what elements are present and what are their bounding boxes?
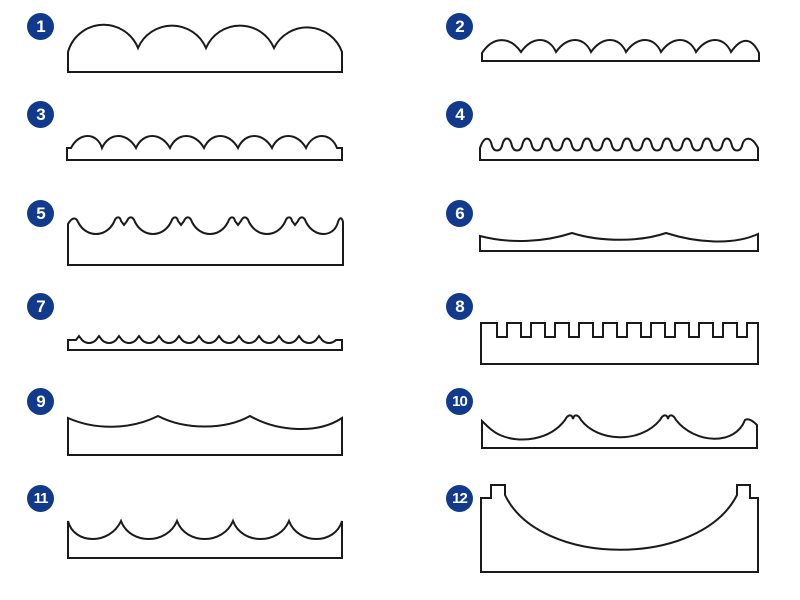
profile-number-badge: 6 xyxy=(446,200,473,227)
profile-number-badge: 8 xyxy=(446,293,473,320)
profile-number-badge: 2 xyxy=(446,13,473,40)
profile-shape-8 xyxy=(480,322,759,365)
profile-shape-10 xyxy=(481,414,758,449)
profile-number-badge: 1 xyxy=(27,13,54,40)
profile-shape-6 xyxy=(479,231,759,252)
profile-number-badge: 7 xyxy=(27,293,54,320)
profile-shape-2 xyxy=(481,39,760,62)
profile-shape-12 xyxy=(480,484,759,573)
profile-number-badge: 5 xyxy=(27,200,54,227)
profile-shape-5 xyxy=(67,216,344,266)
profile-shape-7 xyxy=(67,334,343,351)
profile-shape-3 xyxy=(66,135,343,161)
profile-shape-11 xyxy=(67,518,343,559)
profile-number-badge: 3 xyxy=(27,101,54,128)
profile-shape-9 xyxy=(67,414,343,456)
profile-number-badge: 9 xyxy=(27,388,54,415)
profile-number-badge: 10 xyxy=(446,388,473,415)
profile-shape-1 xyxy=(67,23,343,73)
profile-number-badge: 4 xyxy=(446,101,473,128)
profile-number-badge: 11 xyxy=(27,485,54,512)
profile-number-badge: 12 xyxy=(446,485,473,512)
profile-shape-4 xyxy=(479,137,759,161)
